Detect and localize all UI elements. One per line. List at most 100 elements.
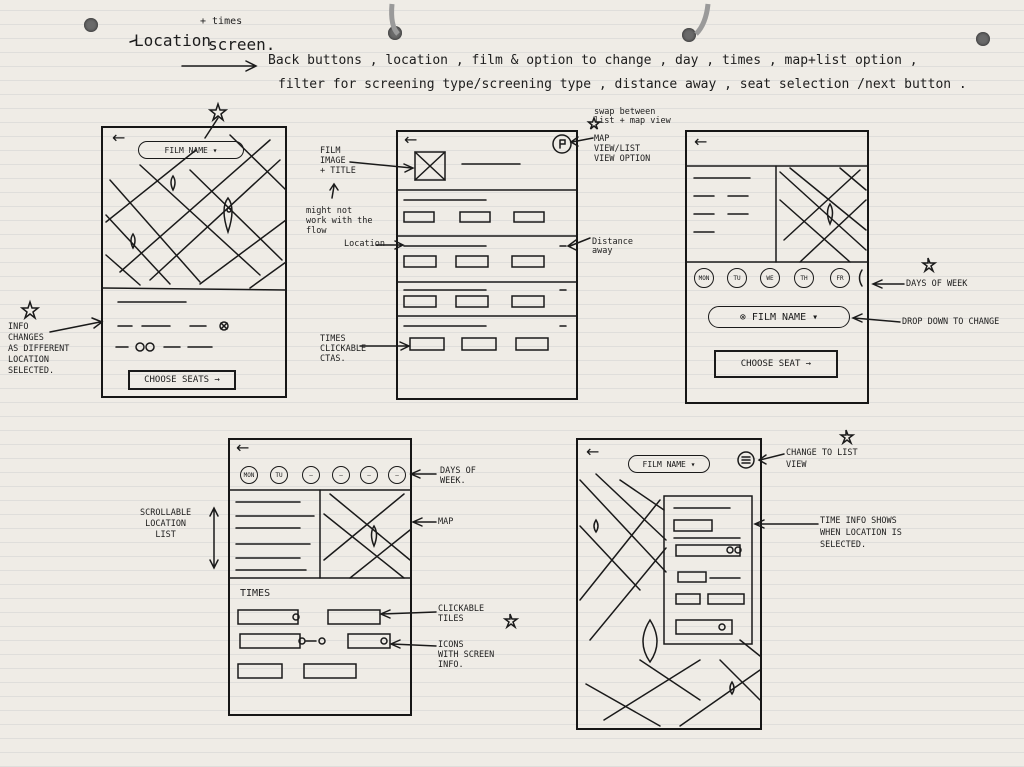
note-line: swap between <box>594 107 656 117</box>
film-name-label: FILM NAME <box>751 311 807 323</box>
times-label: TIMES <box>240 588 271 599</box>
requirements-line-1: Back buttons , location , film & option … <box>268 53 918 68</box>
note-line: work with the <box>306 216 373 227</box>
punch-hole <box>976 32 990 46</box>
film-name-label: FILM NAME <box>164 145 208 155</box>
note-might-not-work: might not work with the flow <box>306 206 373 237</box>
note-line: + TITLE <box>320 166 356 177</box>
note-line: CTAS. <box>320 354 346 365</box>
note-line: ICONS <box>438 640 464 650</box>
title-plus-times: + times <box>200 16 243 27</box>
day-chip-fr: FR <box>830 268 850 288</box>
note-line: AS DIFFERENT <box>8 344 70 355</box>
note-line: VIEW OPTION <box>594 154 651 165</box>
note-line: CHANGES <box>8 333 44 344</box>
day-chip-we: WE <box>760 268 780 288</box>
note-line: might not <box>306 206 353 216</box>
punch-hole <box>682 28 696 42</box>
note-line: VIEW/LIST <box>594 144 641 155</box>
sketch-3-map-list <box>685 165 938 323</box>
title-screen: screen. <box>208 35 276 54</box>
note-time-info: TIME INFO SHOWS WHEN LOCATION IS SELECTE… <box>820 516 902 552</box>
note-change-list-view: CHANGE TO LIST VIEW <box>786 448 858 472</box>
choose-seat-label: CHOOSE SEAT <box>740 359 801 369</box>
sketch-3-frame <box>685 130 869 404</box>
requirements-line-2: filter for screening type/screening type… <box>278 77 967 92</box>
back-arrow-icon: ← <box>694 132 708 151</box>
note-line: IMAGE <box>320 156 346 167</box>
note-dropdown-change: DROP DOWN TO CHANGE <box>902 317 1000 327</box>
back-arrow-icon: ← <box>112 128 126 147</box>
note-line: CLICKABLE <box>438 604 485 614</box>
note-map: MAP <box>438 517 454 527</box>
note-icons-screen-info: ICONS WITH SCREEN INFO. <box>438 640 494 671</box>
note-scrollable-list: SCROLLABLE LOCATION LIST <box>140 508 191 541</box>
day-chip: – <box>302 466 320 484</box>
note-line: FILM <box>320 146 341 156</box>
back-arrow-icon: ← <box>586 442 600 461</box>
day-chip-tu: TU <box>727 268 747 288</box>
day-chip: – <box>332 466 350 484</box>
note-line: MAP <box>594 134 610 144</box>
note-times-clickable: TIMES CLICKABLE CTAS. <box>320 334 366 365</box>
note-line: DAYS OF <box>440 466 476 476</box>
note-distance-away: Distance away <box>592 237 633 257</box>
choose-seat-button: CHOOSE SEAT → <box>714 350 838 378</box>
note-line: INFO <box>8 322 29 332</box>
day-chip-th: TH <box>794 268 814 288</box>
day-chip-tu: TU <box>270 466 288 484</box>
choose-seats-button: CHOOSE SEATS → <box>128 370 236 390</box>
note-line: LOCATION <box>8 355 49 366</box>
note-location: Location <box>344 239 385 249</box>
choose-seats-label: CHOOSE SEATS <box>144 375 210 385</box>
note-line: Distance <box>592 237 633 247</box>
punch-hole <box>84 18 98 32</box>
note-line: LOCATION <box>145 519 187 530</box>
note-line: WITH SCREEN <box>438 650 495 661</box>
title-location: Location <box>134 31 212 50</box>
note-line: list + map view <box>594 116 671 127</box>
day-chip: – <box>388 466 406 484</box>
note-line: SELECTED. <box>820 539 867 550</box>
note-line: WEEK. <box>440 476 466 487</box>
day-chip: – <box>360 466 378 484</box>
note-line: SELECTED. <box>8 366 55 377</box>
sketch-4-layout <box>209 469 520 679</box>
note-line: SCROLLABLE <box>140 508 192 518</box>
sketch-5-frame <box>576 438 762 730</box>
note-line: CLICKABLE <box>320 344 367 355</box>
film-name-pill: FILM NAME ▾ <box>628 455 710 473</box>
sketch-1-map <box>19 101 287 352</box>
note-line: CHANGE TO LIST <box>786 448 858 458</box>
note-line: LIST <box>155 530 176 541</box>
note-line: VIEW <box>786 459 807 470</box>
sketch-4-frame <box>228 438 412 716</box>
film-name-dropdown: ⊗ FILM NAME ▾ <box>708 306 850 328</box>
note-clickable-tiles: CLICKABLE TILES <box>438 604 484 624</box>
note-line: TILES <box>438 614 464 625</box>
sketch-2-frame <box>396 130 578 400</box>
note-line: away <box>592 246 613 257</box>
note-line: flow <box>306 226 327 237</box>
note-swap-view: swap between list + map view <box>594 107 671 127</box>
note-line: WHEN LOCATION IS <box>820 527 902 538</box>
note-line: INFO. <box>438 660 464 671</box>
note-film-image: FILM IMAGE + TITLE <box>320 146 356 177</box>
note-line: TIME INFO SHOWS <box>820 516 897 526</box>
day-chip-mon: MON <box>240 466 258 484</box>
back-arrow-icon: ← <box>236 438 250 457</box>
note-days-of-week: DAYS OF WEEK <box>906 279 968 289</box>
note-line: TIMES <box>320 334 346 344</box>
note-map-view-option: MAP VIEW/LIST VIEW OPTION <box>594 134 650 165</box>
sketch-5-map <box>579 429 856 727</box>
day-chip-mon: MON <box>694 268 714 288</box>
sketch-1-note: INFO CHANGES AS DIFFERENT LOCATION SELEC… <box>8 322 69 377</box>
film-name-label: FILM NAME <box>642 459 686 469</box>
sketch-2-list <box>329 115 602 351</box>
film-name-pill: FILM NAME ▾ <box>138 141 244 159</box>
back-arrow-icon: ← <box>404 130 418 149</box>
note-days-of-week: DAYS OF WEEK. <box>440 466 476 486</box>
